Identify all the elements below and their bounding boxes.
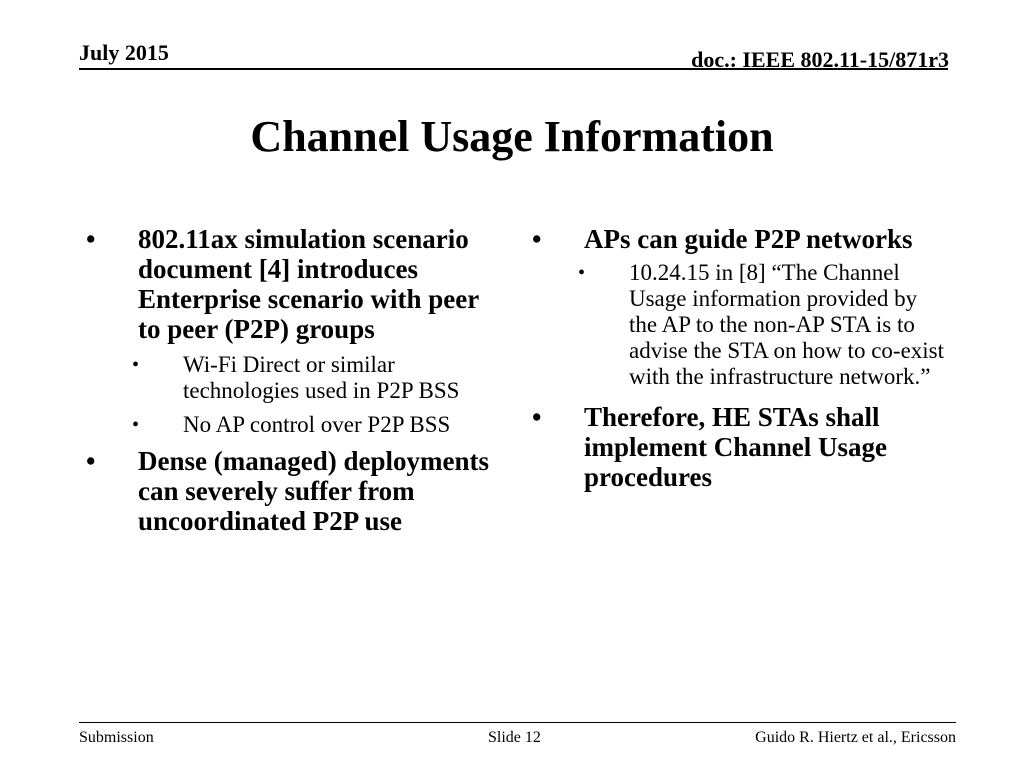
left-bullet-2-text: Dense (managed) deployments can severely… [138,446,489,536]
right-sub-bullet-1: • 10.24.15 in [8] “The Channel Usage inf… [528,260,948,390]
left-sub-bullet-2: • No AP control over P2P BSS [82,412,502,438]
right-sub-bullet-1-text: 10.24.15 in [8] “The Channel Usage infor… [629,260,945,389]
right-bullet-1: • APs can guide P2P networks [528,224,948,254]
right-column: • APs can guide P2P networks • 10.24.15 … [528,224,948,492]
sub-bullet-marker: • [132,354,140,376]
right-bullet-2: • Therefore, HE STAs shall implement Cha… [528,402,948,492]
sub-bullet-marker: • [132,414,140,436]
left-sub-bullet-1-text: Wi-Fi Direct or similar technologies use… [183,352,460,403]
footer-slide-number: Slide 12 [488,729,541,746]
left-sub-bullet-2-text: No AP control over P2P BSS [183,412,451,437]
bullet-marker: • [86,224,96,254]
right-bullet-2-text: Therefore, HE STAs shall implement Chann… [584,402,887,492]
left-bullet-2: • Dense (managed) deployments can severe… [82,446,502,536]
footer-submission: Submission [79,729,154,746]
header-divider [79,68,948,70]
header-doc-id: doc.: IEEE 802.11-15/871r3 [691,47,949,72]
left-bullet-1: • 802.11ax simulation scenario document … [82,224,502,344]
bullet-marker: • [86,446,96,476]
footer-authors: Guido R. Hiertz et al., Ericsson [755,729,956,746]
left-sub-bullet-1: • Wi-Fi Direct or similar technologies u… [82,352,502,404]
right-bullet-1-text: APs can guide P2P networks [584,224,913,254]
left-bullet-1-text: 802.11ax simulation scenario document [4… [138,224,479,344]
slide-title: Channel Usage Information [250,112,774,161]
bullet-marker: • [532,224,542,254]
footer-divider [79,722,956,723]
header-date: July 2015 [79,40,169,65]
left-column: • 802.11ax simulation scenario document … [82,224,502,536]
bullet-marker: • [532,402,542,432]
sub-bullet-marker: • [578,262,586,284]
